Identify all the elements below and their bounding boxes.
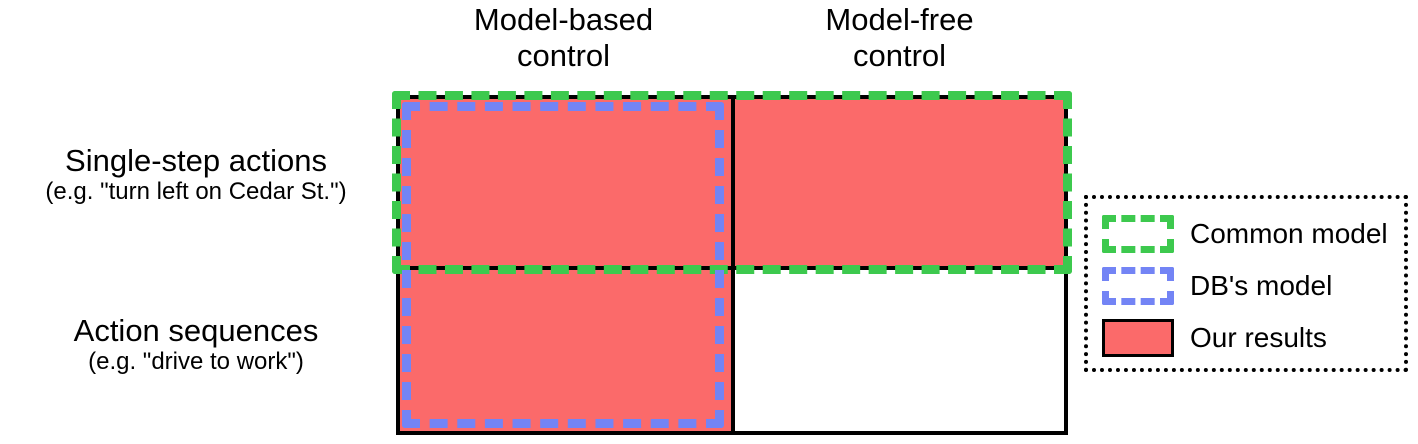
legend-item-db-model: DB's model	[1088, 260, 1404, 312]
column-header-model-free: Model-free control	[825, 2, 974, 73]
legend-label-common-model: Common model	[1190, 218, 1388, 249]
legend-swatch-common-model-icon	[1102, 215, 1174, 253]
matrix-grid	[392, 91, 1072, 435]
legend-item-common-model: Common model	[1088, 208, 1404, 260]
legend-label-our-results: Our results	[1190, 322, 1327, 353]
legend-swatch-our-results-icon	[1102, 319, 1174, 357]
row-header-sublabel: (e.g. "turn left on Cedar St.")	[45, 178, 347, 205]
legend-label-db-model: DB's model	[1190, 270, 1333, 301]
legend-item-our-results: Our results	[1088, 312, 1404, 364]
column-header-model-based: Model-based control	[473, 2, 654, 73]
legend: Common model DB's model Our results	[1084, 195, 1408, 372]
row-header-single-step-actions: Single-step actions (e.g. "turn left on …	[0, 143, 392, 206]
cell-action-sequences-model-free	[731, 266, 1068, 435]
row-header-action-sequences: Action sequences (e.g. "drive to work")	[0, 313, 392, 376]
legend-swatch-db-model-icon	[1102, 267, 1174, 305]
cell-single-step-model-based	[396, 95, 735, 270]
row-header-label: Action sequences	[73, 313, 319, 348]
cell-single-step-model-free	[731, 95, 1068, 270]
row-header-sublabel: (e.g. "drive to work")	[88, 348, 304, 375]
row-header-label: Single-step actions	[65, 143, 327, 178]
cell-action-sequences-model-based	[396, 266, 735, 435]
